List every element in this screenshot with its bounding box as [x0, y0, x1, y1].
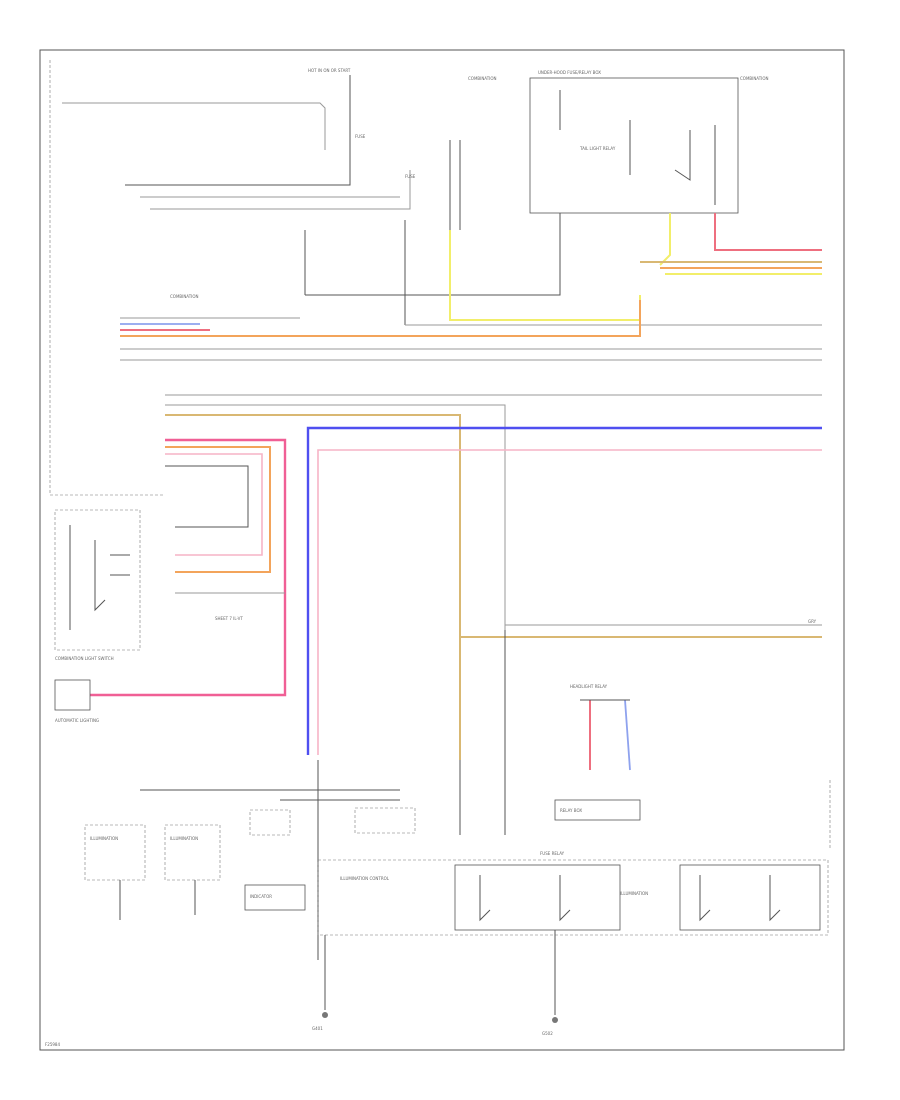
- footer-code: F25984: [45, 1042, 60, 1047]
- fuse-box-label: UNDER-HOOD FUSE/RELAY BOX: [538, 70, 601, 75]
- module-box: [244, 884, 306, 911]
- orange-run-left: [165, 446, 271, 573]
- top-wire-2: [125, 75, 351, 186]
- illum-ctrl-label-2: ILLUMINATION: [620, 891, 648, 896]
- ground-symbol-left: [322, 1012, 328, 1018]
- bcm-switches: [479, 875, 781, 922]
- ls-internal-1: [69, 525, 130, 630]
- ground-drop-mid: [119, 880, 196, 920]
- bcm-label: FUSE RELAY: [540, 851, 565, 856]
- relay-label: HEADLIGHT RELAY: [570, 684, 608, 689]
- fuse-a-label: FUSE: [355, 134, 366, 139]
- mid-wire-2: [165, 404, 506, 630]
- ls-sheet-ref: SHEET 7 IL-VT: [215, 616, 243, 621]
- top-right-note-2: COMBINATION: [740, 76, 769, 81]
- cs-wire-orange: [120, 300, 641, 337]
- module-label: INDICATOR: [250, 894, 272, 899]
- top-wire-4: [150, 170, 411, 210]
- fb-drop-yellow: [659, 213, 671, 266]
- combo-meter-box-1: [84, 824, 146, 881]
- headlight-box: [249, 809, 291, 836]
- ground-right-label: G502: [542, 1031, 553, 1036]
- blue-run: [306, 426, 822, 755]
- auto-sensor-label: AUTOMATIC LIGHTING: [55, 718, 99, 723]
- bcm-frame: [317, 859, 829, 936]
- top-right-note-1: COMBINATION: [468, 76, 497, 81]
- combo-meter-label-1: ILLUMINATION: [90, 836, 118, 841]
- diagram-frame: [39, 49, 845, 1051]
- fuse-inner-1: [559, 90, 716, 205]
- relay-box-label: RELAY BOX: [560, 808, 582, 813]
- relay-loop-blue: [624, 699, 631, 771]
- mid-wire-tan: [165, 414, 461, 760]
- fb-drop-red: [714, 213, 822, 251]
- illum-ctrl-label: ILLUMINATION CONTROL: [340, 876, 390, 881]
- ground-left-label: G401: [312, 1026, 323, 1031]
- top-wire-1: [62, 102, 326, 150]
- combo-switch-label: COMBINATION: [170, 294, 199, 299]
- relay-box: [554, 799, 641, 821]
- pink-run-long: [317, 449, 822, 755]
- under-hood-fuse-box: [529, 77, 739, 214]
- light-switch-box: [54, 509, 141, 651]
- r-wire-1-label: GRY: [808, 619, 817, 624]
- leveling-box: [354, 807, 416, 834]
- bcm-sub-1: [454, 864, 621, 931]
- combo-meter-label-2: ILLUMINATION: [170, 836, 198, 841]
- top-fuse-label: HOT IN ON OR START: [308, 68, 351, 73]
- fb-drop-1: [305, 213, 561, 296]
- combo-meter-box-2: [164, 824, 221, 881]
- light-switch-label: COMBINATION LIGHT SWITCH: [55, 656, 114, 661]
- pink-run-left: [90, 438, 287, 697]
- dark-run-left: [165, 465, 249, 528]
- bcm-sub-2: [679, 864, 821, 931]
- left-dashed-border: [49, 60, 165, 496]
- lpink-run-left: [165, 453, 263, 556]
- yellow-wire-main: [449, 230, 641, 321]
- ground-symbol-right: [552, 1017, 558, 1023]
- auto-light-sensor-box: [54, 679, 91, 711]
- fuse-b-label: FUSE: [405, 174, 416, 179]
- fuse-inner-label: TAIL LIGHT RELAY: [579, 146, 616, 151]
